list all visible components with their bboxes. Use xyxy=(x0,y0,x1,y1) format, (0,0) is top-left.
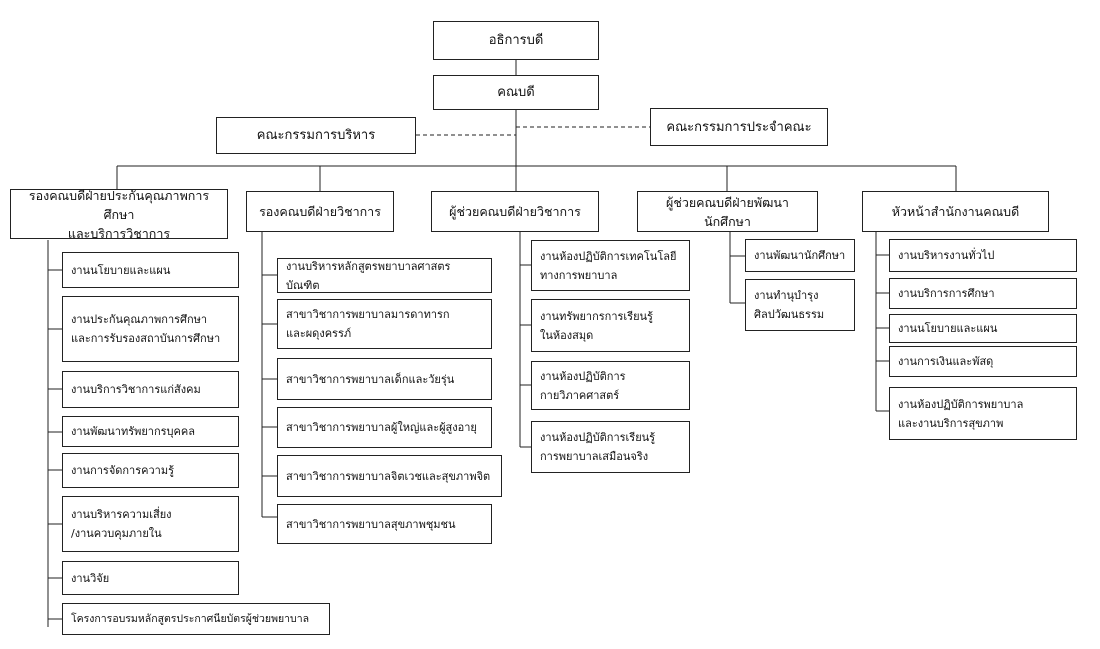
list-item: งานห้องปฏิบัติการเทคโนโลยี ทางการพยาบาล xyxy=(531,240,690,291)
list-item: งานการเงินและพัสดุ xyxy=(889,346,1077,377)
list-item: งานบริหารความเสี่ยง /งานควบคุมภายใน xyxy=(62,496,239,552)
list-item: งานทรัพยากรการเรียนรู้ ในห้องสมุด xyxy=(531,299,690,352)
list-item: งานบริการการศึกษา xyxy=(889,278,1077,309)
list-item: งานประกันคุณภาพการศึกษา และการรับรองสถาบ… xyxy=(62,296,239,362)
list-item: สาขาวิชาการพยาบาลผู้ใหญ่และผู้สูงอายุ xyxy=(277,407,492,448)
list-item: สาขาวิชาการพยาบาลจิตเวชและสุขภาพจิต xyxy=(277,455,502,497)
list-item: งานทำนุบำรุง ศิลปวัฒนธรรม xyxy=(745,279,855,331)
list-item: งานพัฒนานักศึกษา xyxy=(745,239,855,272)
list-item: งานห้องปฏิบัติการพยาบาล และงานบริการสุขภ… xyxy=(889,387,1077,440)
faculty-head-box: คณบดี xyxy=(433,75,599,110)
list-item: งานนโยบายและแผน xyxy=(62,252,239,288)
list-item: งานบริการวิชาการแก่สังคม xyxy=(62,371,239,408)
list-item: โครงการอบรมหลักสูตรประกาศนียบัตรผู้ช่วยพ… xyxy=(62,603,330,635)
executive-committee-box: คณะกรรมการบริหาร xyxy=(216,117,416,154)
list-item: สาขาวิชาการพยาบาลสุขภาพชุมชน xyxy=(277,504,492,544)
list-item: งานบริหารหลักสูตรพยาบาลศาสตรบัณฑิต xyxy=(277,258,492,293)
column-head-office-chief: หัวหน้าสำนักงานคณบดี xyxy=(862,191,1049,232)
column-head-academic-affairs: รองคณบดีฝ่ายวิชาการ xyxy=(246,191,394,232)
column-head-assistant-academic: ผู้ช่วยคณบดีฝ่ายวิชาการ xyxy=(431,191,599,232)
list-item: สาขาวิชาการพยาบาลเด็กและวัยรุ่น xyxy=(277,358,492,400)
list-item: งานห้องปฏิบัติการ กายวิภาคศาสตร์ xyxy=(531,361,690,410)
list-item: งานบริหารงานทั่วไป xyxy=(889,239,1077,272)
list-item: งานห้องปฏิบัติการเรียนรู้ การพยาบาลเสมือ… xyxy=(531,421,690,473)
list-item: งานนโยบายและแผน xyxy=(889,314,1077,343)
list-item: งานวิจัย xyxy=(62,561,239,595)
dean-box: อธิการบดี xyxy=(433,21,599,60)
column-head-quality-assurance: รองคณบดีฝ่ายประกันคุณภาพการศึกษา และบริก… xyxy=(10,188,228,241)
list-item: งานพัฒนาทรัพยากรบุคคล xyxy=(62,416,239,447)
list-item: งานการจัดการความรู้ xyxy=(62,453,239,488)
column-head-student-development: ผู้ช่วยคณบดีฝ่ายพัฒนานักศึกษา xyxy=(637,191,818,232)
faculty-committee-box: คณะกรรมการประจำคณะ xyxy=(650,108,828,146)
list-item: สาขาวิชาการพยาบาลมารดาทารก และผดุงครรภ์ xyxy=(277,299,492,349)
